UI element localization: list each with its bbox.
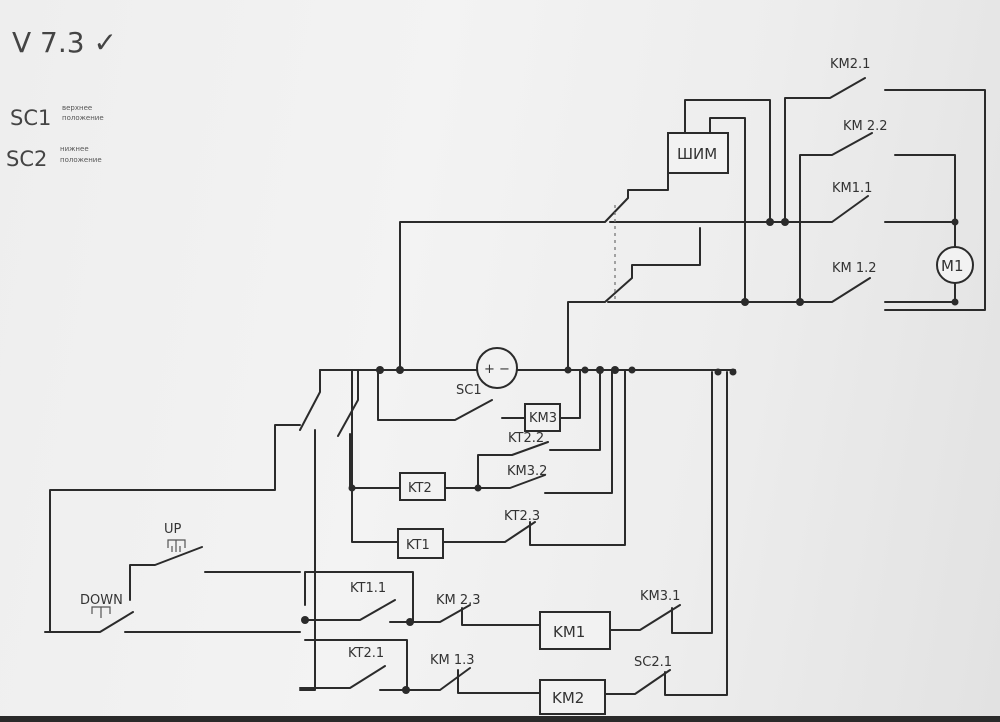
kt2-label: KT2	[408, 481, 432, 496]
sc1-note-desc-1: верхнее	[62, 104, 92, 112]
km1-coil	[539, 611, 611, 650]
main-bus: + −	[49, 347, 737, 691]
km3-2-label: KM3.2	[507, 464, 547, 479]
pwm-box	[667, 132, 729, 174]
km3-label: KM3	[529, 411, 557, 426]
sc2-note-desc-1: нижнее	[60, 145, 89, 153]
km1-label: KM1	[553, 623, 585, 641]
km1-3-label: KM 1.3	[430, 653, 475, 668]
sc1-km3-row: KM3 SC1	[377, 369, 581, 432]
km2-coil	[539, 679, 606, 715]
buttons: UP DOWN	[44, 522, 301, 633]
kt1-label: KT1	[406, 538, 430, 553]
km2-row: KM2 KT2.1 KM 1.3 SC2.1	[299, 371, 728, 715]
km1-2-label: KM 1.2	[832, 261, 877, 276]
kt1-1-label: KT1.1	[350, 581, 386, 596]
km2-2-label: KM 2.2	[843, 119, 888, 134]
sc1-note-desc-2: положение	[62, 114, 104, 122]
sc1-label: SC1	[456, 383, 482, 398]
sc2-note-desc-2: положение	[60, 156, 102, 164]
pwm-label: ШИМ	[677, 145, 717, 163]
sc1-note-label: SC1	[10, 106, 51, 130]
km2-1-label: KM2.1	[830, 57, 870, 72]
down-button-label: DOWN	[80, 593, 123, 608]
version-note: V 7.3 ✓	[12, 26, 117, 59]
power-source-polarity: + −	[484, 362, 510, 377]
up-button-label: UP	[164, 522, 182, 537]
power-source-symbol	[476, 347, 518, 389]
kt2-coil	[399, 472, 446, 501]
kt2-3-label: KT2.3	[504, 509, 540, 524]
power-section: ШИМ M1 KM2.1 KM 2.2 KM1.1 KM 1.2	[399, 57, 986, 371]
sc2-1-label: SC2.1	[634, 655, 672, 670]
km2-3-label: KM 2.3	[436, 593, 481, 608]
kt1-coil	[397, 528, 444, 559]
sc2-note-label: SC2	[6, 147, 47, 171]
km3-coil	[524, 403, 561, 432]
km3-1-label: KM3.1	[640, 589, 680, 604]
kt1-row: KT1 KT2.3	[351, 369, 626, 559]
km1-1-label: KM1.1	[832, 181, 872, 196]
km1-row: KM1 KT1.1 KM 2.3 KM3.1	[301, 371, 713, 650]
kt2-2-label: KT2.2	[508, 431, 544, 446]
kt2-1-label: KT2.1	[348, 646, 384, 661]
km2-label: KM2	[552, 689, 584, 707]
motor-symbol	[936, 246, 974, 284]
motor-label: M1	[941, 257, 964, 275]
